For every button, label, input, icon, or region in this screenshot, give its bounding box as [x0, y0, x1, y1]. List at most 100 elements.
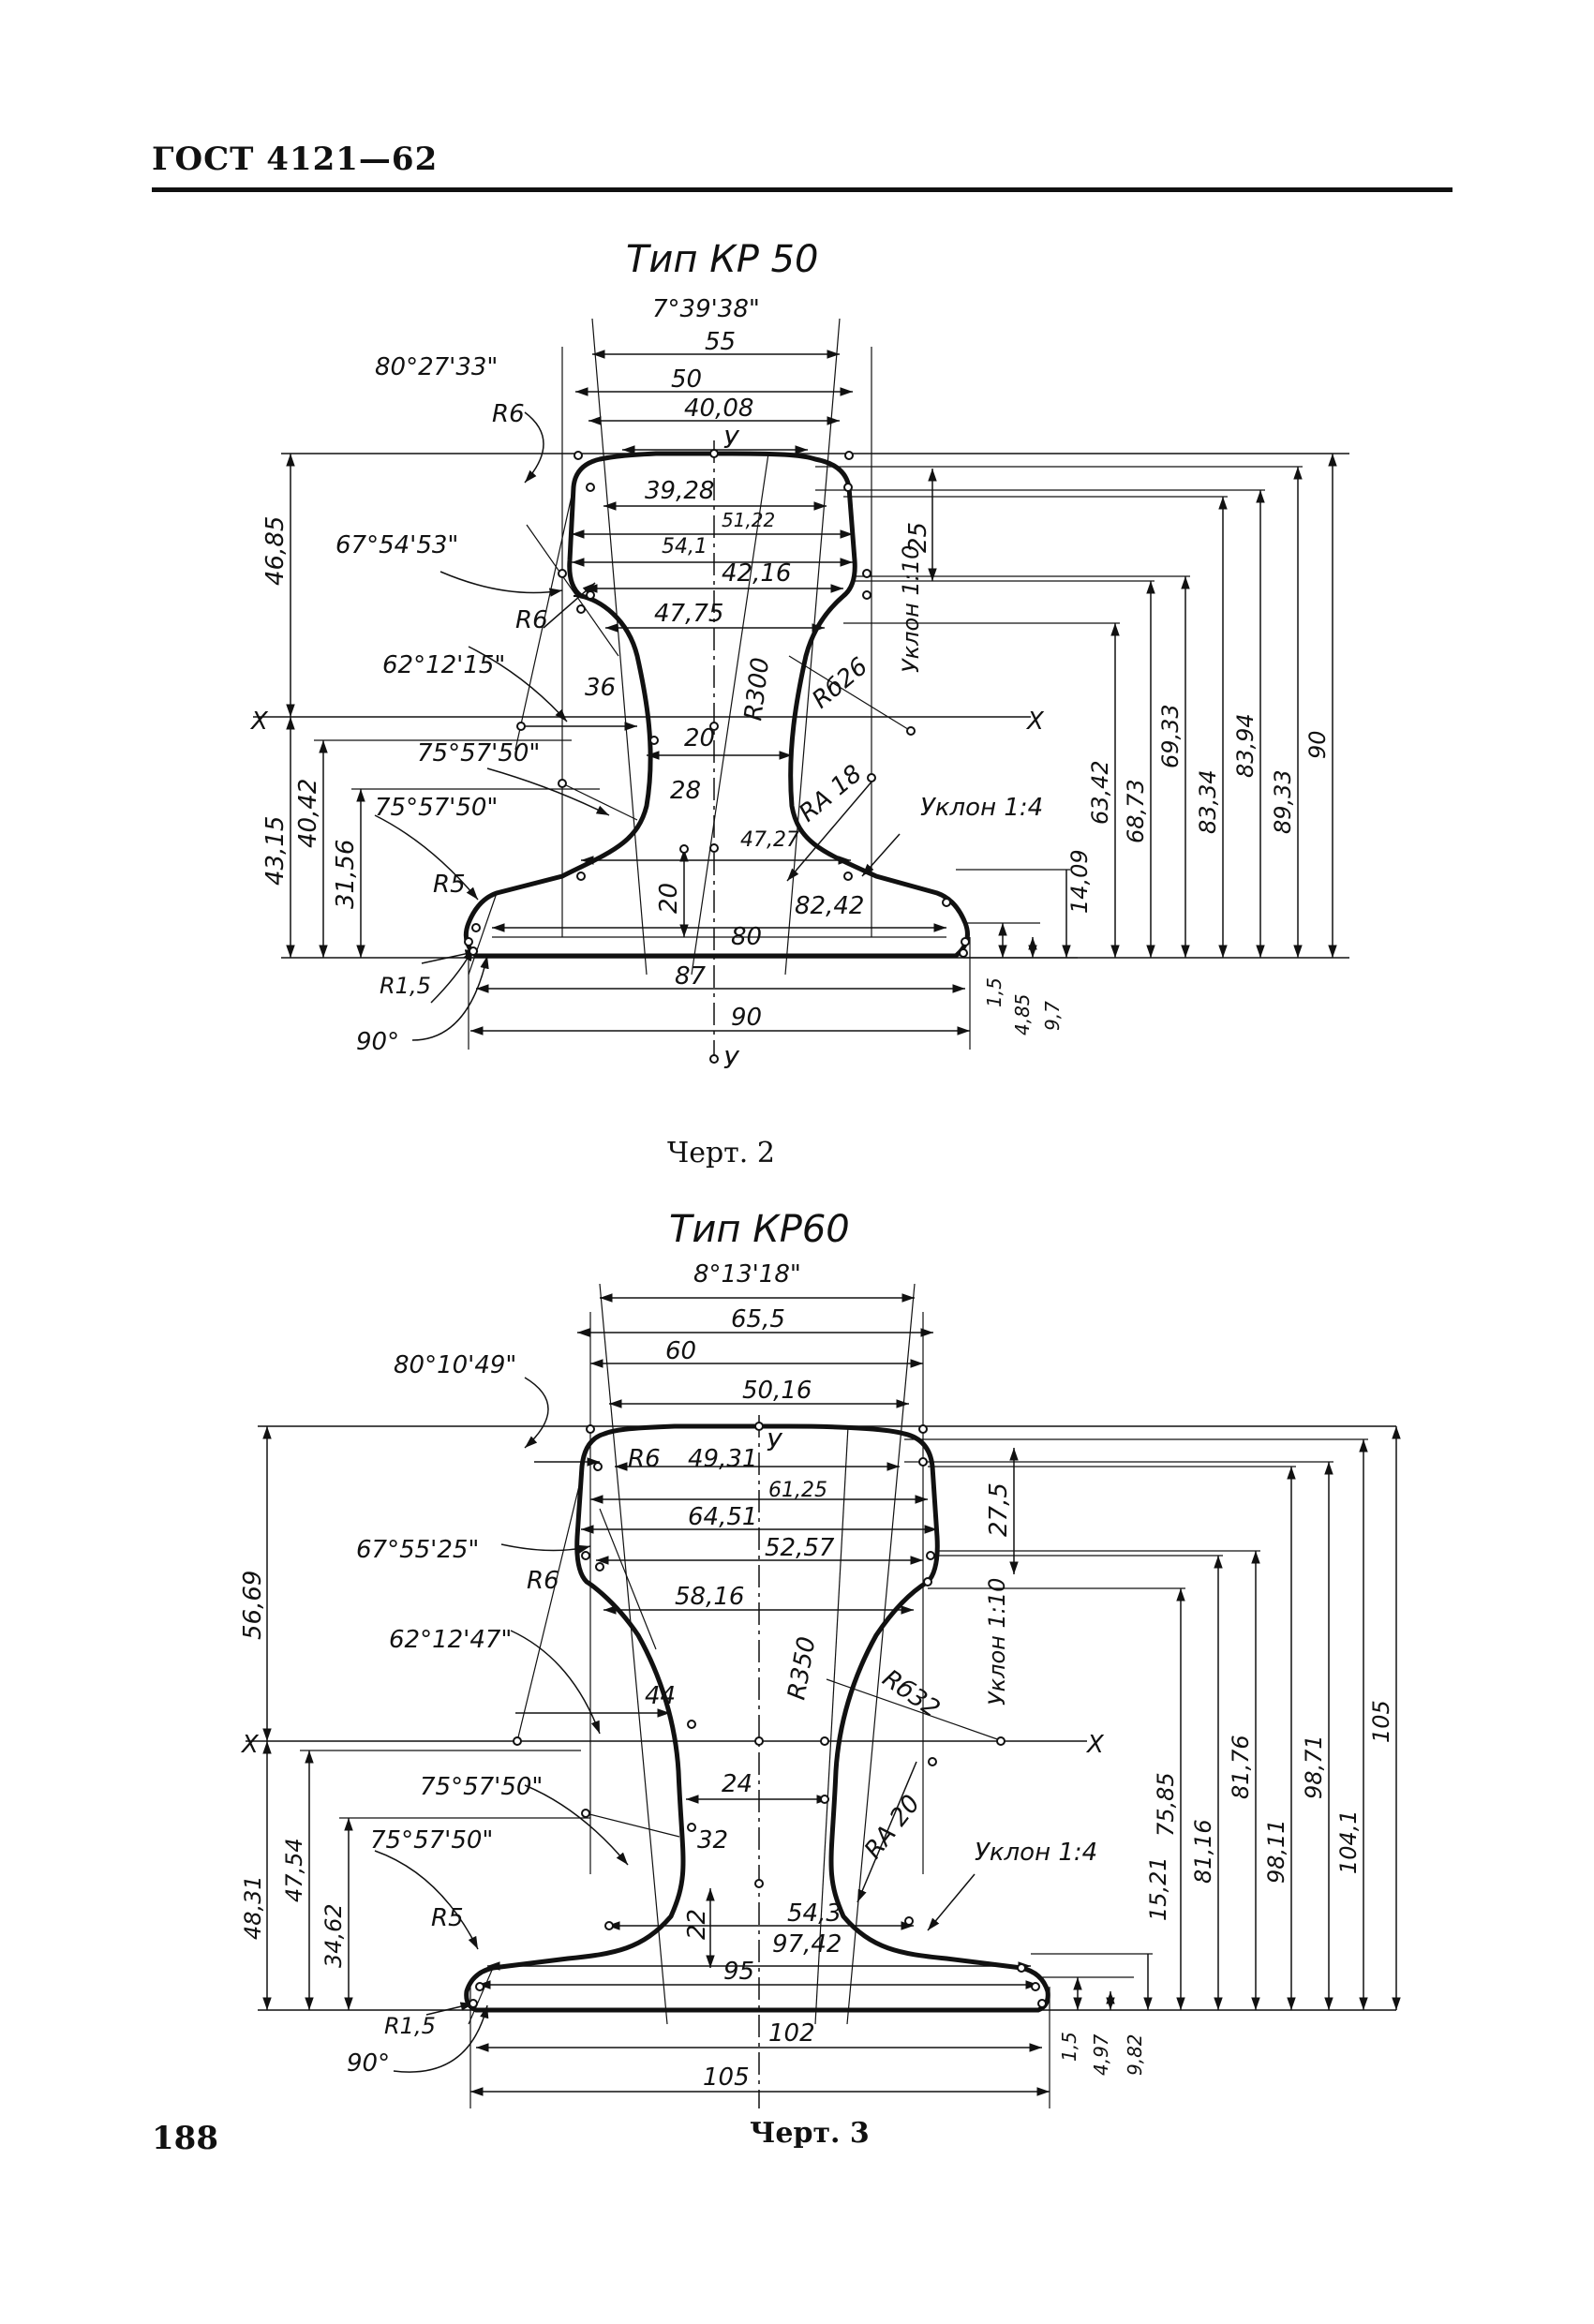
- kr50-dim-40-42: 40,42: [294, 779, 322, 848]
- kr50-dim-83-94: 83,94: [1232, 713, 1259, 778]
- kr60-dim-61-25: 61,25: [768, 1479, 827, 1502]
- kr60-angle-67-55-25: 67°55'25": [356, 1536, 479, 1564]
- kr50-radius-r6-top: R6: [492, 400, 525, 428]
- kr60-axis-x-right: X: [1085, 1731, 1105, 1759]
- kr60-dim-52-57: 52,57: [765, 1534, 835, 1562]
- kr50-dim-20-vertical: 20: [655, 883, 683, 914]
- kr60-angle-75-57-50-lower: 75°57'50": [370, 1826, 493, 1855]
- kr50-dim-51-22: 51,22: [722, 509, 775, 531]
- kr50-dim-39-28: 39,28: [645, 477, 714, 505]
- kr60-dim-75-85: 75,85: [1153, 1772, 1179, 1837]
- figure-kr60: Тип КР60 8°13'18" 65,5 60 50,16 49,31 61…: [239, 1208, 1401, 2150]
- kr50-dim-87: 87: [675, 962, 707, 991]
- kr60-dim-95: 95: [723, 1958, 754, 1986]
- kr50-dim-54-1: 54,1: [662, 535, 708, 559]
- kr50-radius-r1-5: R1,5: [380, 973, 431, 999]
- kr50-radius-rb26: Rб26: [807, 652, 873, 714]
- kr50-dim-50: 50: [671, 365, 702, 394]
- kr60-radius-r350: R350: [782, 1634, 821, 1702]
- kr60-dim-34-62: 34,62: [320, 1903, 347, 1968]
- kr50-dim-14-09: 14,09: [1066, 849, 1093, 914]
- kr60-dim-angle-top: 8°13'18": [693, 1260, 801, 1289]
- kr60-dim-27-5: 27,5: [985, 1482, 1013, 1537]
- kr60-dim-97-42: 97,42: [772, 1930, 842, 1959]
- kr50-dim-55: 55: [705, 328, 736, 356]
- kr50-rail-profile: [463, 451, 970, 959]
- kr50-axis-y-bottom: У: [723, 1047, 740, 1075]
- kr50-dim-36: 36: [585, 674, 616, 702]
- kr60-dim-58-16: 58,16: [675, 1583, 744, 1611]
- kr60-dim-98-11: 98,11: [1263, 1819, 1289, 1884]
- kr50-title: Тип КР 50: [626, 238, 818, 281]
- kr60-dim-50-16: 50,16: [742, 1377, 812, 1405]
- kr50-angle-90: 90°: [356, 1028, 399, 1056]
- kr60-radius-rb32: Rб32: [877, 1664, 945, 1723]
- kr50-radius-r6-mid: R6: [515, 606, 548, 634]
- kr50-radius-r5: R5: [433, 871, 466, 899]
- kr50-dim-90: 90: [731, 1004, 762, 1032]
- kr50-slope-1-4: Уклон 1:4: [920, 794, 1043, 822]
- kr50-dim-63-42: 63,42: [1087, 760, 1113, 825]
- kr60-angle-90: 90°: [347, 2049, 390, 2078]
- kr60-dim-1-5: 1,5: [1058, 2032, 1080, 2062]
- kr50-dim-31-56: 31,56: [332, 840, 360, 909]
- kr60-dim-22-vertical: 22: [683, 1909, 711, 1940]
- kr50-dim-82-42: 82,42: [795, 892, 864, 920]
- kr60-dim-104-1: 104,1: [1335, 1810, 1362, 1874]
- kr60-dim-98-71: 98,71: [1301, 1735, 1327, 1799]
- kr50-caption: Черт. 2: [667, 1137, 775, 1169]
- kr50-dim-90-vertical: 90: [1304, 730, 1331, 759]
- kr50-dim-4-85: 4,85: [1011, 993, 1034, 1035]
- kr50-dim-42-16: 42,16: [722, 559, 791, 588]
- kr50-axis-x-left: X: [249, 708, 269, 736]
- page-number: 188: [152, 2120, 218, 2157]
- kr50-dim-47-75: 47,75: [654, 600, 723, 628]
- kr60-dim-15-21: 15,21: [1145, 1856, 1171, 1921]
- kr60-dim-24: 24: [722, 1770, 752, 1798]
- kr60-angle-80-10-49: 80°10'49": [394, 1351, 516, 1379]
- kr60-radius-r6-top: R6: [628, 1445, 661, 1473]
- kr60-axis-y-top: У: [767, 1429, 783, 1457]
- kr50-dim-25: 25: [904, 522, 932, 553]
- kr50-axis-x-right: X: [1025, 708, 1045, 736]
- kr50-radius-r300: R300: [739, 656, 775, 723]
- kr50-dim-9-7: 9,7: [1041, 1001, 1064, 1031]
- kr60-dim-105: 105: [703, 2063, 750, 2092]
- kr60-dim-9-82: 9,82: [1124, 2034, 1146, 2076]
- kr50-dim-46-85: 46,85: [261, 516, 290, 586]
- kr60-dim-49-31: 49,31: [688, 1445, 757, 1473]
- kr60-dim-60: 60: [665, 1337, 696, 1365]
- kr60-slope-1-4: Уклон 1:4: [975, 1839, 1097, 1867]
- kr50-dim-angle-top: 7°39'38": [652, 295, 760, 323]
- kr50-dim-43-15: 43,15: [261, 816, 290, 886]
- document-header-title: ГОСТ 4121—62: [152, 141, 439, 178]
- kr50-dim-40-08: 40,08: [684, 395, 753, 423]
- kr50-dim-83-34: 83,34: [1195, 769, 1221, 834]
- kr60-dim-105-vertical: 105: [1368, 1700, 1394, 1743]
- kr60-dim-56-69: 56,69: [239, 1571, 267, 1640]
- kr50-slope-1-10: Уклон 1:10: [898, 545, 924, 673]
- kr50-axis-y-top: У: [723, 426, 740, 454]
- kr50-dim-28: 28: [670, 777, 701, 805]
- kr50-dim-20: 20: [684, 724, 715, 752]
- kr60-dim-65-5: 65,5: [731, 1305, 785, 1333]
- kr50-dim-47-27: 47,27: [740, 828, 799, 852]
- kr60-dim-54-3: 54,3: [787, 1899, 842, 1928]
- kr60-radius-r5: R5: [431, 1904, 464, 1932]
- kr50-angle-67-54-53: 67°54'53": [335, 531, 458, 559]
- figure-kr50: Тип КР 50 7°39'38" 55 50 40,08 39,28 51,…: [249, 238, 1349, 1169]
- kr60-radius-r6-mid: R6: [527, 1567, 559, 1595]
- kr60-dim-47-54: 47,54: [281, 1838, 307, 1902]
- kr50-dim-1-5: 1,5: [983, 977, 1006, 1007]
- kr50-dim-69-33: 69,33: [1157, 704, 1184, 768]
- header-rule: [152, 187, 1452, 192]
- kr50-angle-62-12-15: 62°12'15": [382, 651, 505, 679]
- kr60-dim-64-51: 64,51: [688, 1503, 757, 1531]
- kr50-dim-89-33: 89,33: [1270, 769, 1296, 834]
- kr60-radius-r1-5: R1,5: [384, 2013, 436, 2039]
- kr50-radius-ra18: RA 18: [794, 760, 867, 828]
- kr50-dim-80: 80: [731, 923, 762, 951]
- kr50-angle-75-57-50-lower: 75°57'50": [375, 794, 498, 822]
- kr60-angle-62-12-47: 62°12'47": [389, 1626, 512, 1654]
- kr60-axis-x-left: X: [240, 1731, 260, 1759]
